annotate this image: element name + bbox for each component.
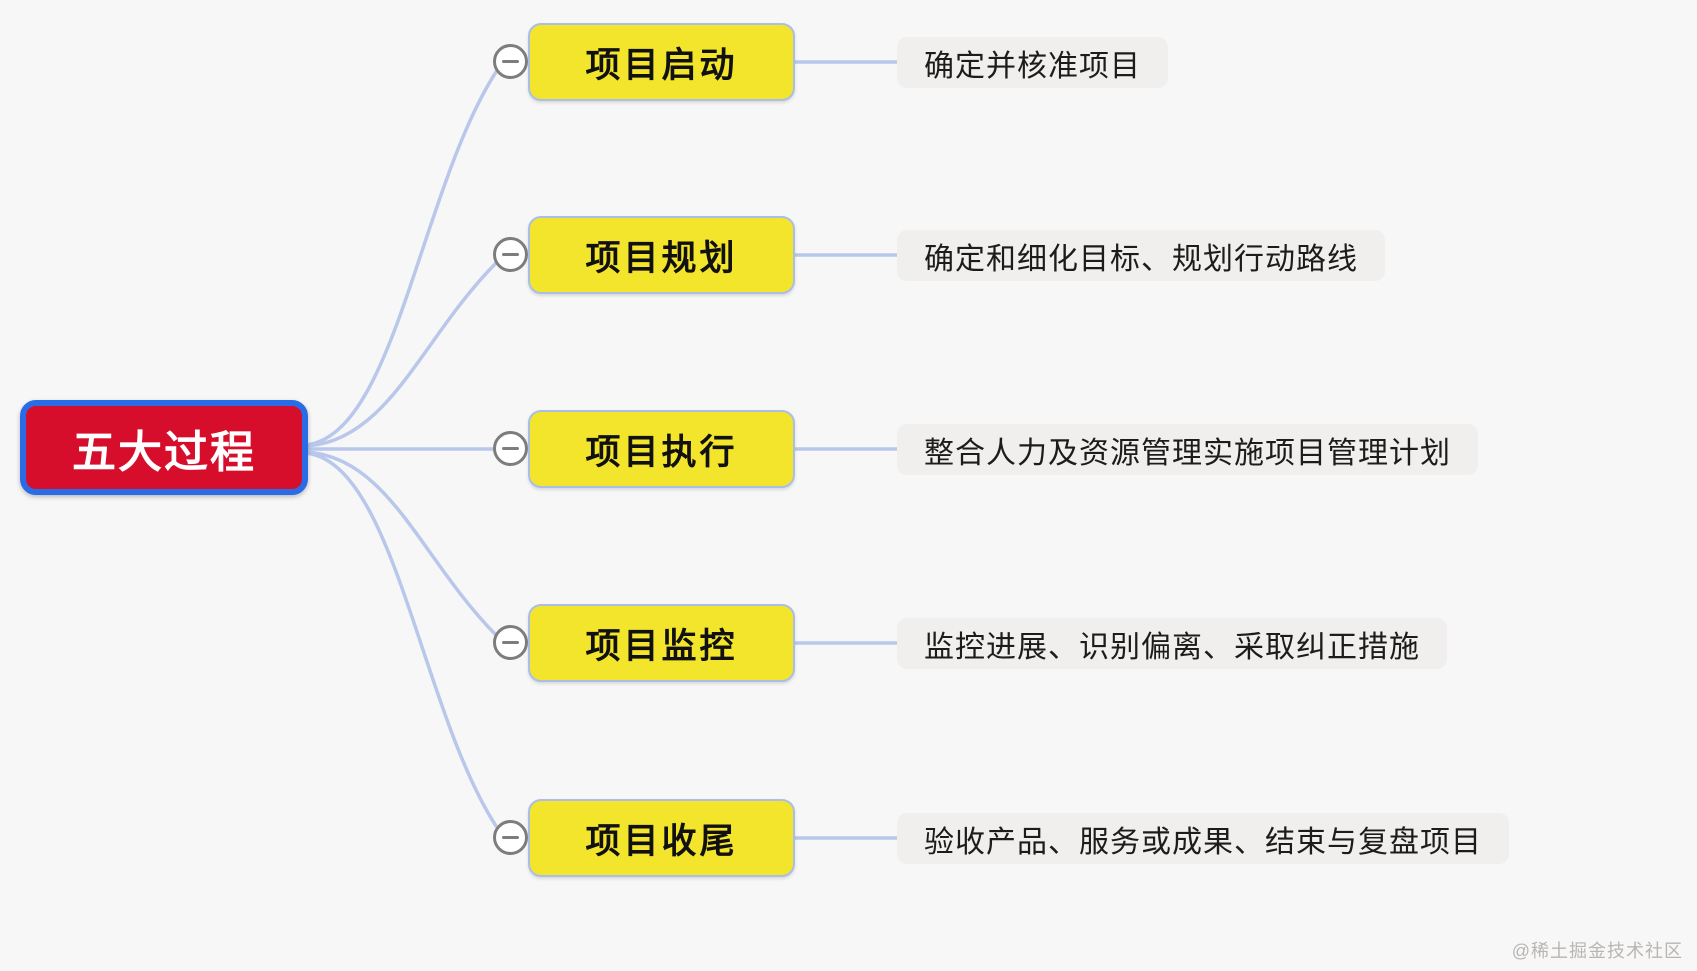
- root-node[interactable]: 五大过程: [20, 400, 308, 495]
- minus-glyph: [502, 253, 519, 256]
- collapse-minus-icon[interactable]: [493, 625, 528, 660]
- collapse-minus-icon[interactable]: [493, 431, 528, 466]
- branch-description-1[interactable]: 确定和细化目标、规划行动路线: [897, 230, 1385, 281]
- watermark-text: @稀土掘金技术社区: [1511, 941, 1683, 961]
- minus-glyph: [502, 836, 519, 839]
- collapse-minus-icon[interactable]: [493, 820, 528, 855]
- link-root-branch-0: [304, 70, 498, 447]
- minus-glyph: [502, 641, 519, 644]
- link-root-branch-4: [304, 451, 498, 828]
- minus-glyph: [502, 447, 519, 450]
- branch-node-2[interactable]: 项目执行: [528, 410, 795, 488]
- branch-node-1[interactable]: 项目规划: [528, 216, 795, 294]
- branch-description-4[interactable]: 验收产品、服务或成果、结束与复盘项目: [897, 813, 1509, 864]
- branch-node-4[interactable]: 项目收尾: [528, 799, 795, 877]
- branch-description-0[interactable]: 确定并核准项目: [897, 37, 1168, 88]
- collapse-minus-icon[interactable]: [493, 44, 528, 79]
- link-root-branch-1: [304, 261, 498, 448]
- branch-description-3[interactable]: 监控进展、识别偏离、采取纠正措施: [897, 618, 1447, 669]
- link-root-branch-3: [304, 450, 498, 637]
- collapse-minus-icon[interactable]: [493, 237, 528, 272]
- minus-glyph: [502, 60, 519, 63]
- branch-description-2[interactable]: 整合人力及资源管理实施项目管理计划: [897, 424, 1478, 475]
- branch-node-3[interactable]: 项目监控: [528, 604, 795, 682]
- branch-node-0[interactable]: 项目启动: [528, 23, 795, 101]
